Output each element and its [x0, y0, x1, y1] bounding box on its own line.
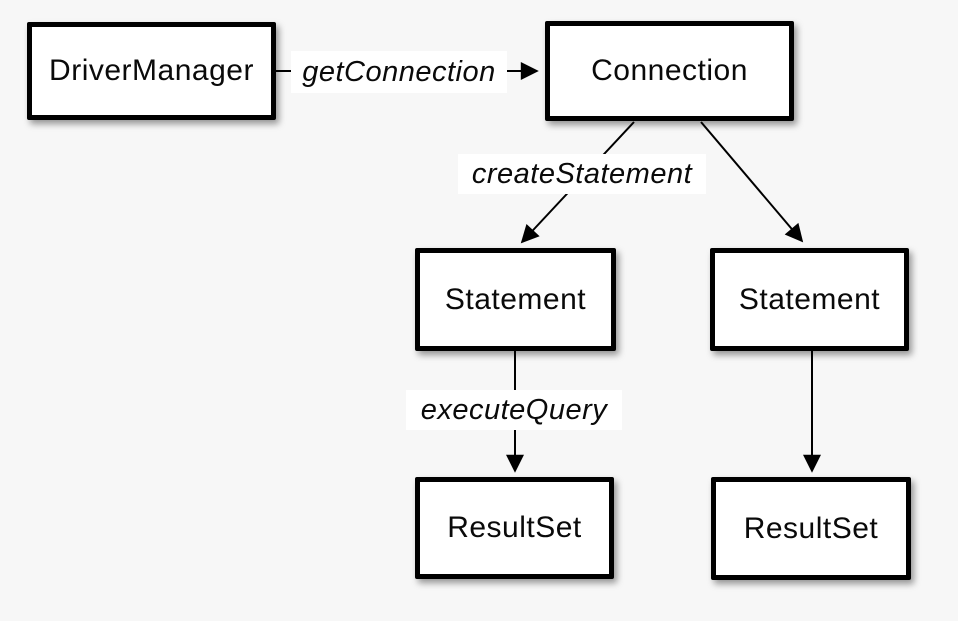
node-resultset-right-label: ResultSet — [743, 511, 879, 545]
edge-label-executequery: executeQuery — [406, 390, 622, 430]
node-statement-left-label: Statement — [444, 282, 587, 316]
edge-label-createstatement: createStatement — [458, 154, 706, 194]
edge-label-getconnection: getConnection — [291, 51, 507, 93]
node-driver-manager-label: DriverManager — [49, 54, 254, 87]
node-connection: Connection — [545, 21, 794, 121]
edge-label-executequery-text: executeQuery — [420, 393, 608, 426]
edge-label-getconnection-text: getConnection — [302, 55, 496, 88]
node-statement-right: Statement — [710, 248, 909, 351]
edge-connection-statement-right-line — [700, 121, 804, 243]
edge-label-createstatement-text: createStatement — [471, 157, 693, 190]
node-resultset-left: ResultSet — [415, 477, 614, 579]
node-statement-left: Statement — [415, 248, 616, 351]
node-connection-label: Connection — [591, 54, 748, 87]
node-statement-right-label: Statement — [738, 282, 881, 316]
node-resultset-right: ResultSet — [711, 477, 911, 580]
node-driver-manager: DriverManager — [27, 22, 276, 120]
node-resultset-left-label: ResultSet — [447, 511, 582, 544]
